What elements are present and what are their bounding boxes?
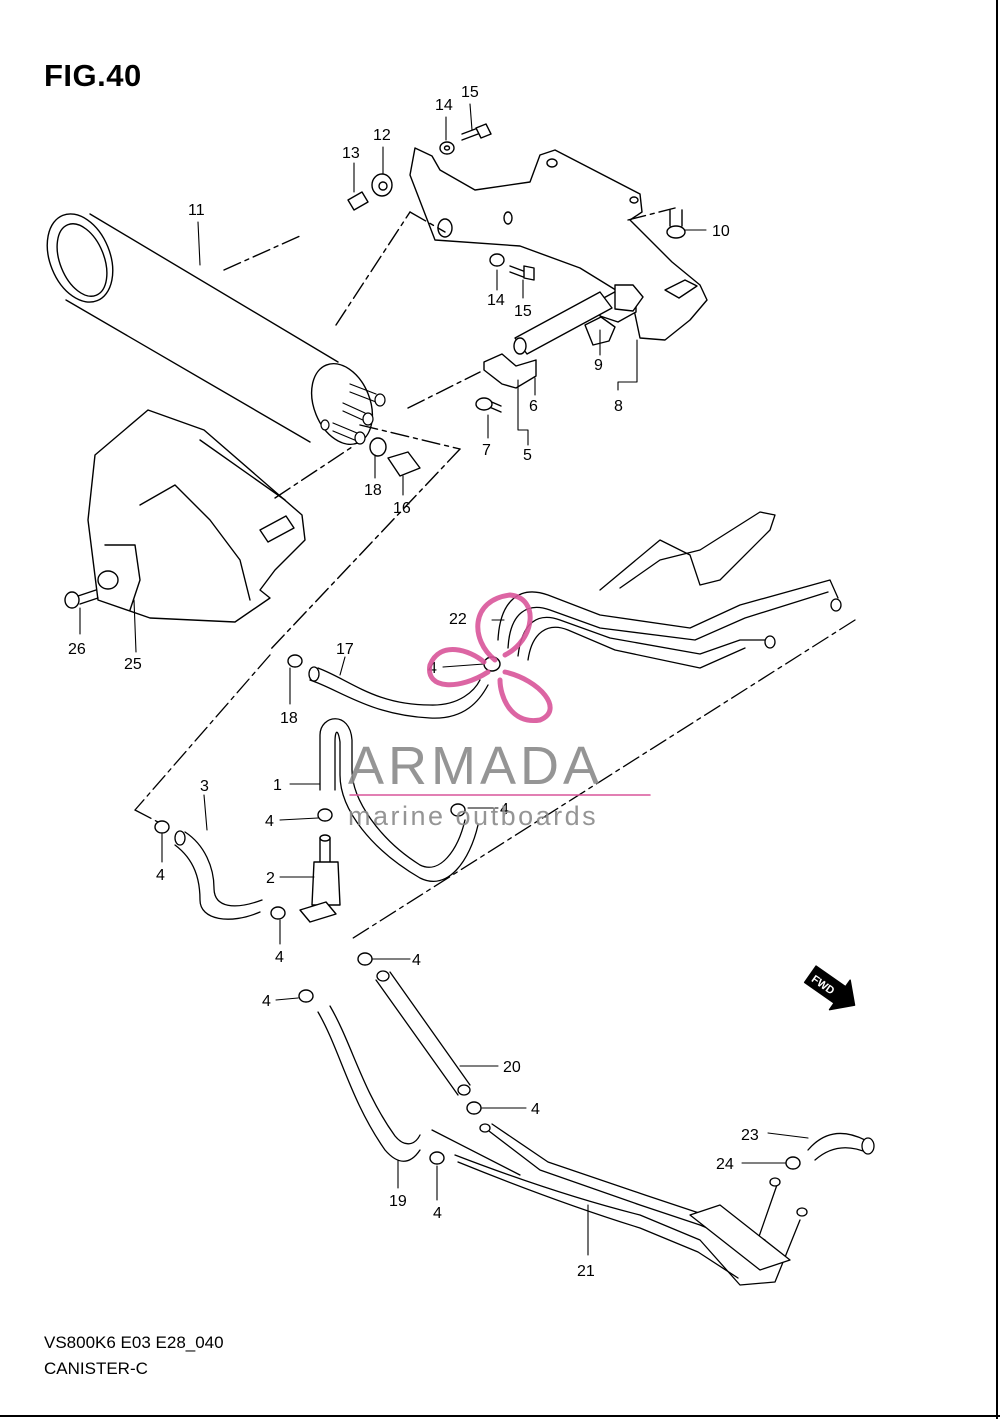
hose-part-19	[317, 1005, 421, 1162]
screw-part-26	[64, 589, 99, 609]
callout-2: 2	[266, 870, 275, 887]
cap-and-clip-16-18	[269, 424, 461, 651]
callout-14a: 14	[435, 97, 453, 114]
callout-7: 7	[482, 442, 491, 459]
canister-part-11	[46, 213, 386, 452]
callout-25: 25	[124, 656, 142, 673]
callout-16: 16	[393, 500, 411, 517]
callout-4g: 4	[262, 993, 271, 1010]
callout-4c: 4	[500, 801, 509, 818]
callout-20: 20	[503, 1059, 521, 1076]
canister-cover-part-25	[87, 409, 356, 623]
callout-11: 11	[188, 202, 205, 219]
figure-code: VS800K6 E03 E28_040	[44, 1333, 224, 1352]
hose-part-23	[807, 1132, 875, 1161]
callout-24: 24	[716, 1156, 734, 1173]
hose-part-3	[174, 830, 263, 920]
watermark-tagline: marine outboards	[348, 801, 598, 831]
hose-part-17	[308, 666, 489, 719]
callout-13: 13	[342, 145, 360, 162]
callout-26: 26	[68, 641, 86, 658]
figure-name: CANISTER-C	[44, 1359, 148, 1378]
fwd-arrow-icon: FWD	[803, 965, 856, 1011]
callout-23: 23	[741, 1127, 759, 1144]
callout-12: 12	[373, 127, 391, 144]
callout-19: 19	[389, 1193, 407, 1210]
callout-4h: 4	[531, 1101, 540, 1118]
pipe-part-21	[431, 1123, 808, 1286]
callout-4e: 4	[275, 949, 284, 966]
callout-22: 22	[449, 611, 467, 628]
callout-4b: 4	[265, 813, 274, 830]
callout-14b: 14	[487, 292, 505, 309]
propeller-logo-icon	[427, 592, 553, 723]
callout-15b: 15	[514, 303, 532, 320]
watermark-brand: ARMADA	[348, 736, 603, 796]
hose-part-20	[375, 970, 471, 1096]
callout-15a: 15	[461, 84, 479, 101]
callout-4i: 4	[433, 1205, 442, 1222]
callout-10: 10	[712, 223, 730, 240]
leader-lines	[79, 103, 809, 1256]
callout-1: 1	[273, 777, 282, 794]
callout-4d: 4	[156, 867, 165, 884]
frame-border-right	[996, 0, 998, 1419]
watermark: ARMADA marine outboards	[348, 736, 651, 831]
frame-border-bottom	[0, 1415, 1000, 1417]
figure-title: FIG.40	[44, 58, 142, 93]
callout-labels: 1 2 3 4 4 4 4 4 4 4 4 4 4 5 6 7 8 9 10 1…	[68, 84, 759, 1280]
hardware-top	[347, 123, 686, 413]
clamp-assembly-parts-5-9	[483, 284, 644, 389]
callout-6: 6	[529, 398, 538, 415]
callout-3: 3	[200, 778, 209, 795]
callout-4f: 4	[412, 952, 421, 969]
hose-part-1	[319, 718, 479, 882]
callout-9: 9	[594, 357, 603, 374]
callout-18a: 18	[364, 482, 382, 499]
callout-8: 8	[614, 398, 623, 415]
callout-18b: 18	[280, 710, 298, 727]
valve-part-2	[299, 834, 341, 923]
callout-5: 5	[523, 447, 532, 464]
callout-21: 21	[577, 1263, 595, 1280]
hose-clips	[154, 654, 801, 1170]
callout-4a: 4	[428, 660, 437, 677]
callout-17: 17	[336, 641, 354, 658]
